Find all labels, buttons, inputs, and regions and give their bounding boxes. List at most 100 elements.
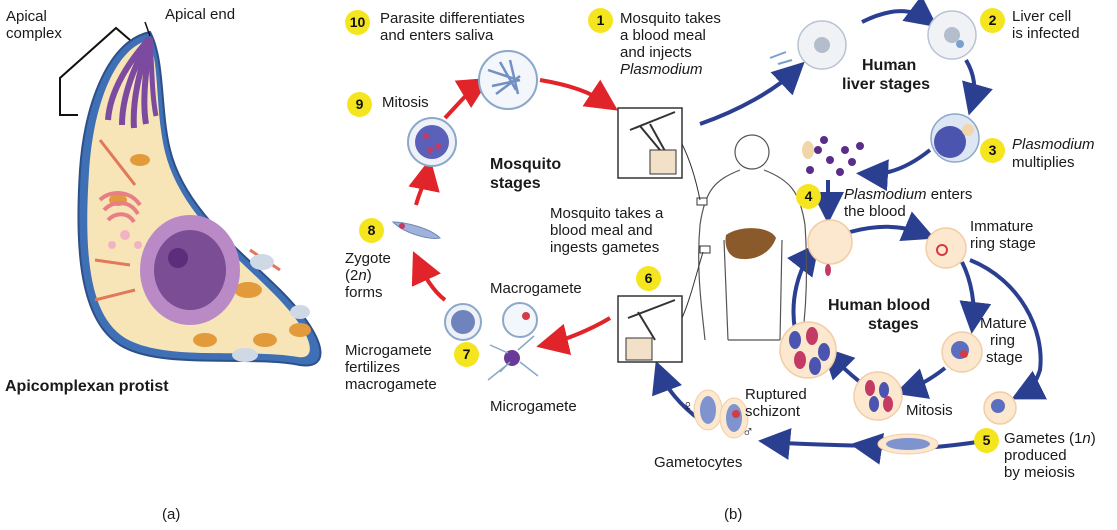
sporozoites-cell [478, 50, 538, 110]
merozoites-released [802, 136, 864, 176]
gamete-cell [983, 391, 1017, 425]
step-6-line-2: blood meal and [550, 222, 653, 239]
immature-ring-cell [925, 227, 967, 269]
elongated-gametocyte [877, 433, 939, 455]
step-badge-8: 8 [359, 218, 384, 243]
liver-cell-step2 [927, 10, 977, 60]
step-5-close: ) [1090, 430, 1096, 447]
step-2-line-1: Liver cell [1012, 8, 1072, 25]
step-10-line-2: and enters saliva [380, 27, 494, 44]
apical-complex-label-1: Apical [6, 8, 47, 25]
mature-ring-label-1: Mature [980, 315, 1027, 332]
step-6-line-3: ingests gametes [550, 239, 660, 256]
mitosis-blood-label: Mitosis [906, 402, 953, 419]
female-symbol: ♀ [682, 398, 694, 415]
apical-complex-label-2: complex [6, 25, 62, 42]
mature-ring-label-2: ring [990, 332, 1016, 349]
arrow-to-immature-ring [849, 211, 936, 241]
step-5-n: n [1082, 430, 1091, 447]
ruptured-schizont-label-2: schizont [745, 403, 801, 420]
schizont-cell [853, 371, 903, 421]
step-1-line-3: and injects [620, 44, 692, 61]
step-8-line-2: (2n) [345, 267, 372, 284]
arrow-to-mature-ring [959, 261, 992, 334]
immature-ring-label-2: ring stage [970, 235, 1036, 252]
arrow-injection-to-liver [699, 61, 805, 126]
step-10-line-1: Parasite differentiates [380, 10, 525, 27]
male-symbol: ♂ [742, 424, 754, 441]
step-7-line-3: macrogamete [345, 376, 437, 393]
step-1-line-4: Plasmodium [620, 61, 703, 78]
apical-complex-organelles [105, 35, 159, 129]
step-4-plasmodium: Plasmodium [844, 186, 927, 203]
arrow-to-blood-release [856, 148, 932, 192]
step-1-line-2: a blood meal [620, 27, 706, 44]
step-badge-4: 4 [796, 184, 821, 209]
microgamete-label: Microgamete [490, 398, 577, 415]
human-silhouette [681, 134, 808, 341]
arrow-zygote-to-oocyst [408, 158, 440, 206]
step-badge-2: 2 [980, 8, 1005, 33]
step-4-enters: enters [926, 186, 973, 203]
nucleus [140, 215, 240, 325]
arrow-fertilization-to-zygote [411, 251, 447, 302]
step-badge-5: 5 [974, 428, 999, 453]
fertilization-illustration [487, 335, 539, 381]
vacuole [250, 254, 274, 270]
step-8-line-3: forms [345, 284, 383, 301]
mosquito-stages-title-2: stages [490, 175, 541, 192]
zygote-illustration [391, 221, 442, 239]
step-badge-3: 3 [980, 138, 1005, 163]
step-4-line-2: the blood [844, 203, 906, 220]
liver-stages-title-2: liver stages [842, 76, 931, 93]
apical-end-pointer [144, 21, 151, 37]
vacuole [232, 348, 258, 362]
gametocytes-label: Gametocytes [654, 454, 743, 471]
arrow-gametes-to-gametocytes [758, 428, 873, 460]
step-badge-10: 10 [345, 10, 370, 35]
arrow-mature-to-schizont [894, 366, 947, 399]
step-badge-7: 7 [454, 342, 479, 367]
apical-complex-bracket [59, 26, 131, 116]
step-9-line-1: Mitosis [382, 94, 429, 111]
arrow-mitosis-to-sporozoites [443, 77, 491, 120]
protist-label: Apicomplexan protist [5, 378, 169, 395]
arrow-reinfect-blood [787, 242, 820, 331]
step-7-line-2: fertilizes [345, 359, 401, 376]
apicomplexan-cell-illustration [77, 30, 322, 367]
mosquito-stages-title-1: Mosquito [490, 156, 562, 173]
blood-stages-title-2: stages [868, 316, 919, 333]
arrow-liver-infected [861, 0, 938, 28]
mosquito-bite-box-bottom [617, 295, 683, 363]
arrow-saliva-to-mosquito [539, 78, 618, 111]
mature-ring-cell [941, 331, 983, 373]
step-badge-1: 1 [588, 8, 613, 33]
arrow-liver-multiplies [962, 58, 993, 116]
liver-cell-step1 [769, 20, 847, 70]
step-4-line-1: Plasmodium enters [844, 186, 972, 203]
step-5-line-1: Gametes (1n) [1004, 430, 1096, 447]
ruptured-schizont-label-1: Ruptured [745, 386, 807, 403]
step-5-line-3: by meiosis [1004, 464, 1075, 481]
step-8-open: (2 [345, 267, 359, 284]
arrow-mosquito-to-gametes [536, 316, 612, 355]
liver-cell-step3 [930, 113, 980, 163]
step-3-line-2: multiplies [1012, 154, 1075, 171]
step-badge-6: 6 [636, 266, 661, 291]
step-6-line-1: Mosquito takes a [550, 205, 664, 222]
ruptured-schizont [779, 321, 837, 379]
step-2-line-2: is infected [1012, 25, 1080, 42]
mature-ring-label-3: stage [986, 349, 1023, 366]
macrogamete-label: Macrogamete [490, 280, 582, 297]
gametocyte-female [693, 389, 723, 431]
arrow-to-gametes [969, 258, 1048, 400]
step-8-line-1: Zygote [345, 250, 391, 267]
immature-ring-label-1: Immature [970, 218, 1034, 235]
red-blood-cell-uninfected [807, 219, 853, 276]
step-5-line-2: produced [1004, 447, 1067, 464]
mitochondria [109, 154, 311, 347]
apical-end-label: Apical end [165, 6, 236, 23]
step-badge-9: 9 [347, 92, 372, 117]
step-7-line-1: Microgamete [345, 342, 432, 359]
